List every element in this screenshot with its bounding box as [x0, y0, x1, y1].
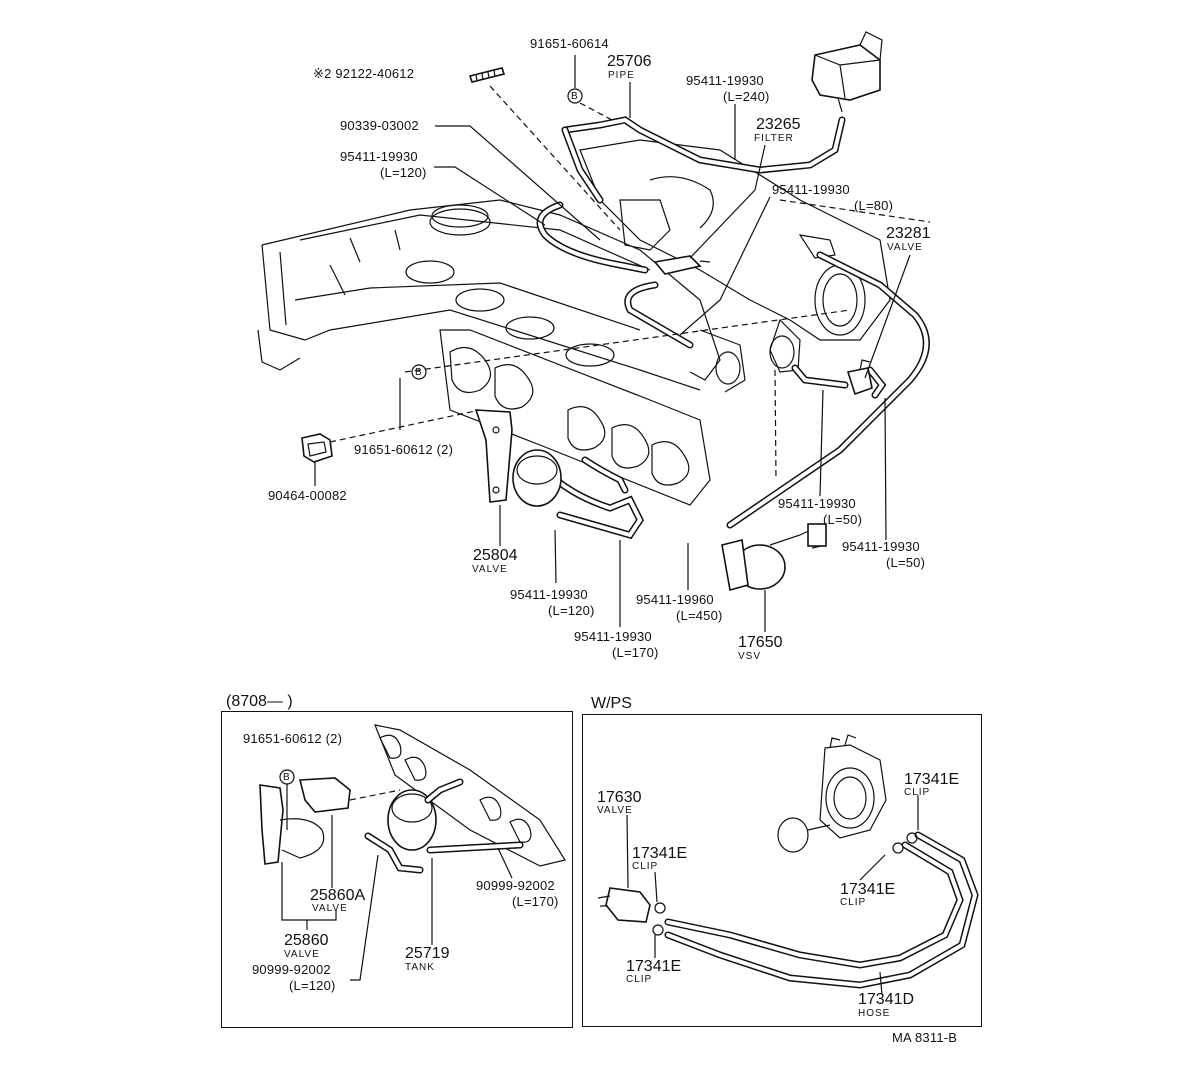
ref-b-top: B [571, 91, 579, 102]
ref-b-main: B [415, 367, 423, 378]
part-name-filter: FILTER [754, 133, 794, 144]
part-label-95411-19960: 95411-19960 [636, 592, 714, 607]
part-name-valve-25860a: VALVE [312, 903, 348, 914]
part-number-17341e-left-upper: 17341E [632, 845, 688, 862]
part-number-17341e-mid-right: 17341E [840, 881, 896, 898]
length-label-l120-lower: (L=120) [548, 603, 595, 618]
part-label-95411-l170: 95411-19930 [574, 629, 652, 644]
ref-b-inset: B [283, 772, 291, 783]
part-label-95411-l120-upper: 95411-19930 [340, 149, 418, 164]
part-label-90999-l170: 90999-92002 [476, 878, 555, 893]
inset-right-frame [582, 714, 982, 1027]
part-name-valve-25860: VALVE [284, 949, 320, 960]
part-label-90464-00082: 90464-00082 [268, 488, 347, 503]
part-name-clip-left-upper: CLIP [632, 861, 659, 872]
inset-right-heading: W/PS [591, 695, 632, 712]
part-label-95411-l120-lower: 95411-19930 [510, 587, 588, 602]
part-label-90999-l120: 90999-92002 [252, 962, 331, 977]
part-name-clip-left-lower: CLIP [626, 974, 653, 985]
part-name-valve-17630: VALVE [597, 805, 633, 816]
vsv-17650 [721, 523, 827, 592]
part-name-pipe: PIPE [608, 70, 635, 81]
valve-25804 [474, 409, 562, 507]
length-label-inset-l120: (L=120) [289, 978, 336, 993]
inset-left-drawing [259, 724, 566, 981]
filter-23265 [653, 255, 711, 275]
charcoal-canister [811, 31, 883, 113]
length-label-l170: (L=170) [612, 645, 659, 660]
part-label-95411-l240: 95411-19930 [686, 73, 764, 88]
part-number-25719: 25719 [405, 945, 450, 962]
part-label-90339-03002: 90339-03002 [340, 118, 419, 133]
inset-part-label-91651-60612: 91651-60612 (2) [243, 731, 343, 746]
part-number-17341d: 17341D [858, 991, 915, 1008]
part-label-95411-l80: 95411-19930 [772, 182, 850, 197]
inset-left-heading: (8708— ) [226, 693, 293, 710]
part-number-25860a: 25860A [310, 887, 366, 904]
part-number-23265: 23265 [756, 116, 801, 133]
part-number-17630: 17630 [597, 789, 642, 806]
part-name-valve-25804: VALVE [472, 564, 508, 575]
leader-lines-main [314, 55, 931, 632]
length-label-l50-b: (L=50) [886, 555, 926, 570]
part-name-clip-mid-right: CLIP [840, 897, 867, 908]
part-label-91651-60614: 91651-60614 [530, 36, 609, 51]
part-label-95411-l50-a: 95411-19930 [778, 496, 856, 511]
part-name-valve-23281: VALVE [887, 242, 923, 253]
part-label-95411-l50-b: 95411-19930 [842, 539, 920, 554]
part-number-25706: 25706 [607, 53, 652, 70]
part-name-vsv: VSV [738, 651, 762, 662]
part-number-17341e-top-right: 17341E [904, 771, 960, 788]
clip-90464 [301, 433, 333, 463]
cylinder-head-cover [257, 199, 721, 391]
part-name-clip-top-right: CLIP [904, 787, 931, 798]
length-label-inset-l170: (L=170) [512, 894, 559, 909]
length-label-l240: (L=240) [723, 89, 770, 104]
inset-right-drawing [597, 734, 979, 996]
inset-left-frame [221, 711, 573, 1028]
diagram-code: MA 8311-B [892, 1030, 958, 1045]
stud-bolt [468, 67, 506, 83]
length-label-l80: (L=80) [854, 198, 894, 213]
part-label-91651-60612: 91651-60612 (2) [354, 442, 454, 457]
length-label-l450: (L=450) [676, 608, 723, 623]
length-label-l50-a: (L=50) [823, 512, 863, 527]
part-number-17341e-left-lower: 17341E [626, 958, 682, 975]
part-name-tank: TANK [405, 962, 435, 973]
valve-23281 [846, 359, 873, 396]
length-label-l120-upper: (L=120) [380, 165, 427, 180]
part-label-92122: ※2 92122-40612 [313, 66, 415, 81]
part-number-25804: 25804 [473, 547, 518, 564]
hoses-main [536, 116, 930, 540]
intake-throttle-body [579, 139, 891, 373]
part-name-hose: HOSE [858, 1008, 891, 1019]
part-number-17650: 17650 [738, 634, 783, 651]
part-number-23281: 23281 [886, 225, 931, 242]
part-number-25860: 25860 [284, 932, 329, 949]
